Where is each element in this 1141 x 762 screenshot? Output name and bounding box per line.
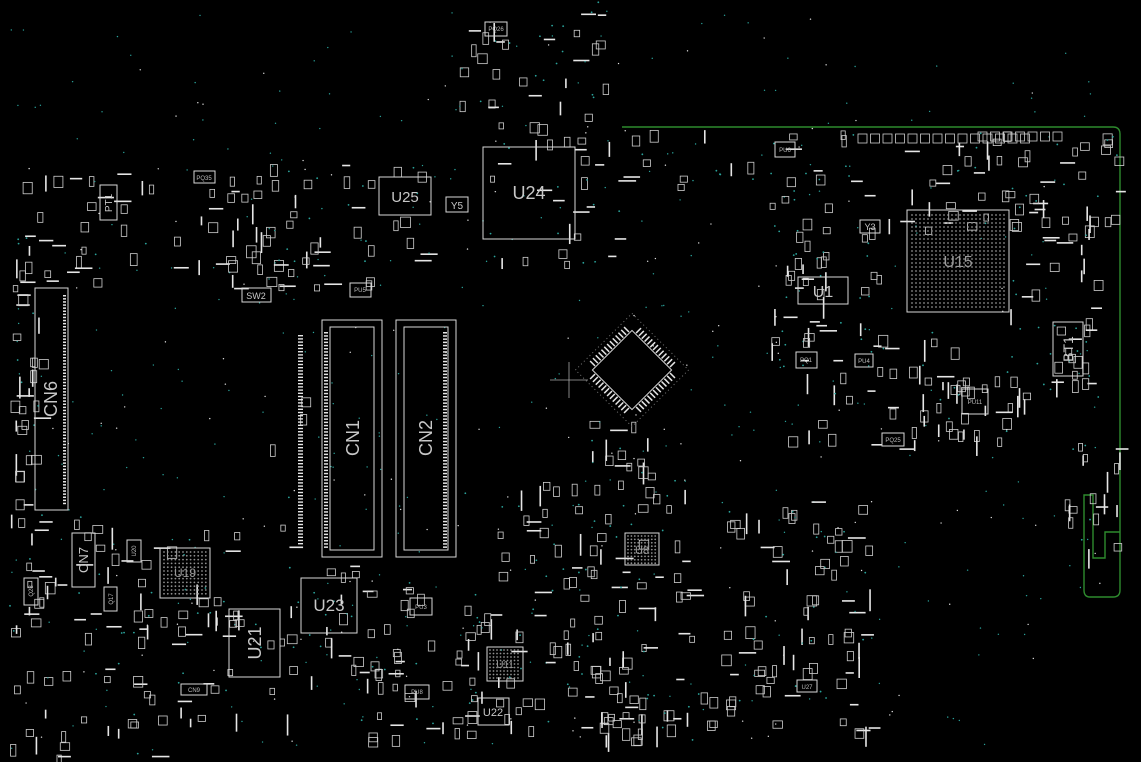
battery-bt1[interactable]: BT1 [1052, 321, 1084, 377]
part-pu4-label: PU4 [858, 359, 870, 365]
connector-cn2-label: CN2 [416, 420, 436, 456]
connector-cn1[interactable]: CN1 [321, 319, 383, 558]
crystal-y3[interactable]: Y3 [859, 219, 881, 234]
connector-cn6[interactable]: CN6 [34, 287, 69, 511]
part-pu4[interactable]: PU4 [854, 353, 874, 368]
chip-u19-label: U19 [174, 566, 196, 580]
part-pu8-label: PU8 [411, 690, 423, 696]
small-components-layer [9, 1, 1129, 762]
chip-u22[interactable]: U22 [477, 697, 510, 726]
crystal-y5[interactable]: Y5 [445, 196, 469, 213]
part-q17[interactable]: Q17 [103, 586, 118, 612]
chip-u11[interactable]: U11 [486, 646, 524, 682]
part-pq1-label: PQ1 [800, 358, 813, 364]
part-pu6-label: PU6 [779, 148, 791, 154]
chip-u1[interactable]: U1 [797, 276, 849, 305]
connector-cn1-label: CN1 [343, 420, 363, 456]
chip-u19-ball-grid [163, 551, 207, 595]
chip-u8[interactable]: U8 [624, 532, 660, 566]
chip-u8-ball-grid [627, 535, 657, 565]
chip-u15[interactable]: U15 [906, 209, 1010, 313]
part-pu3-label: PU3 [415, 605, 427, 611]
chip-u27[interactable]: U27 [796, 679, 818, 693]
chip-u1-label: U1 [813, 284, 834, 301]
part-pu11-label: PU11 [968, 400, 983, 406]
chip-u24[interactable]: U24 [482, 146, 576, 240]
part-pq25-label: PQ25 [885, 438, 901, 444]
chip-u25-label: U25 [391, 189, 419, 206]
connector-cn6-pins [63, 295, 66, 505]
part-q28-label: Q28 [29, 585, 35, 597]
part-pt1[interactable]: PT1 [99, 184, 118, 221]
connector-cn6-label: CN6 [41, 381, 61, 417]
chip-rotated-center [574, 312, 690, 428]
chip-u22-label: U22 [483, 707, 503, 719]
chip-u23-label: U23 [313, 596, 344, 615]
connector-cn7-label: CN7 [76, 547, 91, 573]
chip-u11-label: U11 [496, 660, 514, 671]
part-q17-label: Q17 [109, 593, 115, 605]
chip-u11-ball-grid [489, 649, 519, 679]
crystal-y3-label: Y3 [864, 222, 875, 232]
chip-u20-label: U20 [132, 545, 138, 557]
crystal-y5-label: Y5 [451, 201, 464, 212]
part-pu8[interactable]: PU8 [404, 684, 430, 700]
board-outline [622, 126, 1121, 598]
chip-u24-label: U24 [512, 183, 545, 203]
switch-sw2-label: SW2 [246, 291, 266, 301]
chip-u8-label: U8 [635, 545, 649, 557]
battery-bt1-label: BT1 [1060, 336, 1076, 362]
part-pq25[interactable]: PQ25 [881, 432, 905, 447]
chip-u20[interactable]: U20 [126, 539, 142, 563]
part-pq35[interactable]: PQ35 [193, 170, 216, 184]
chip-u27-label: U27 [801, 685, 813, 691]
connector-cn2-pins [443, 332, 447, 548]
connector-cn9-label: CN9 [188, 688, 201, 694]
part-pq35-label: PQ35 [196, 176, 212, 182]
part-pu5[interactable]: PU5 [349, 282, 372, 298]
chip-u15-ball-grid [911, 214, 1005, 308]
chip-u25[interactable]: U25 [378, 176, 432, 216]
switch-sw2[interactable]: SW2 [241, 287, 272, 303]
part-pq26-label: PQ26 [488, 27, 504, 33]
part-pq1[interactable]: PQ1 [795, 351, 818, 369]
part-q28[interactable]: Q28 [23, 577, 39, 606]
part-pu6[interactable]: PU6 [774, 141, 796, 158]
connector-cn9[interactable]: CN9 [180, 683, 208, 696]
connector-cn2[interactable]: CN2 [395, 319, 457, 558]
chip-u21[interactable]: U21 [228, 608, 281, 678]
connector-cn7[interactable]: CN7 [71, 532, 96, 588]
part-pu3[interactable]: PU3 [409, 597, 433, 616]
chip-u21-label: U21 [245, 626, 265, 659]
part-pu5-label: PU5 [354, 288, 366, 294]
part-pq26[interactable]: PQ26 [484, 21, 508, 37]
chip-u23[interactable]: U23 [300, 577, 358, 634]
part-pt1-label: PT1 [104, 193, 115, 212]
chip-u15-label: U15 [943, 254, 972, 271]
part-pu11[interactable]: PU11 [961, 388, 989, 415]
connector-cn1-pins [324, 332, 328, 548]
chip-u19[interactable]: U19 [159, 547, 211, 599]
crosshair-marker [550, 362, 588, 398]
